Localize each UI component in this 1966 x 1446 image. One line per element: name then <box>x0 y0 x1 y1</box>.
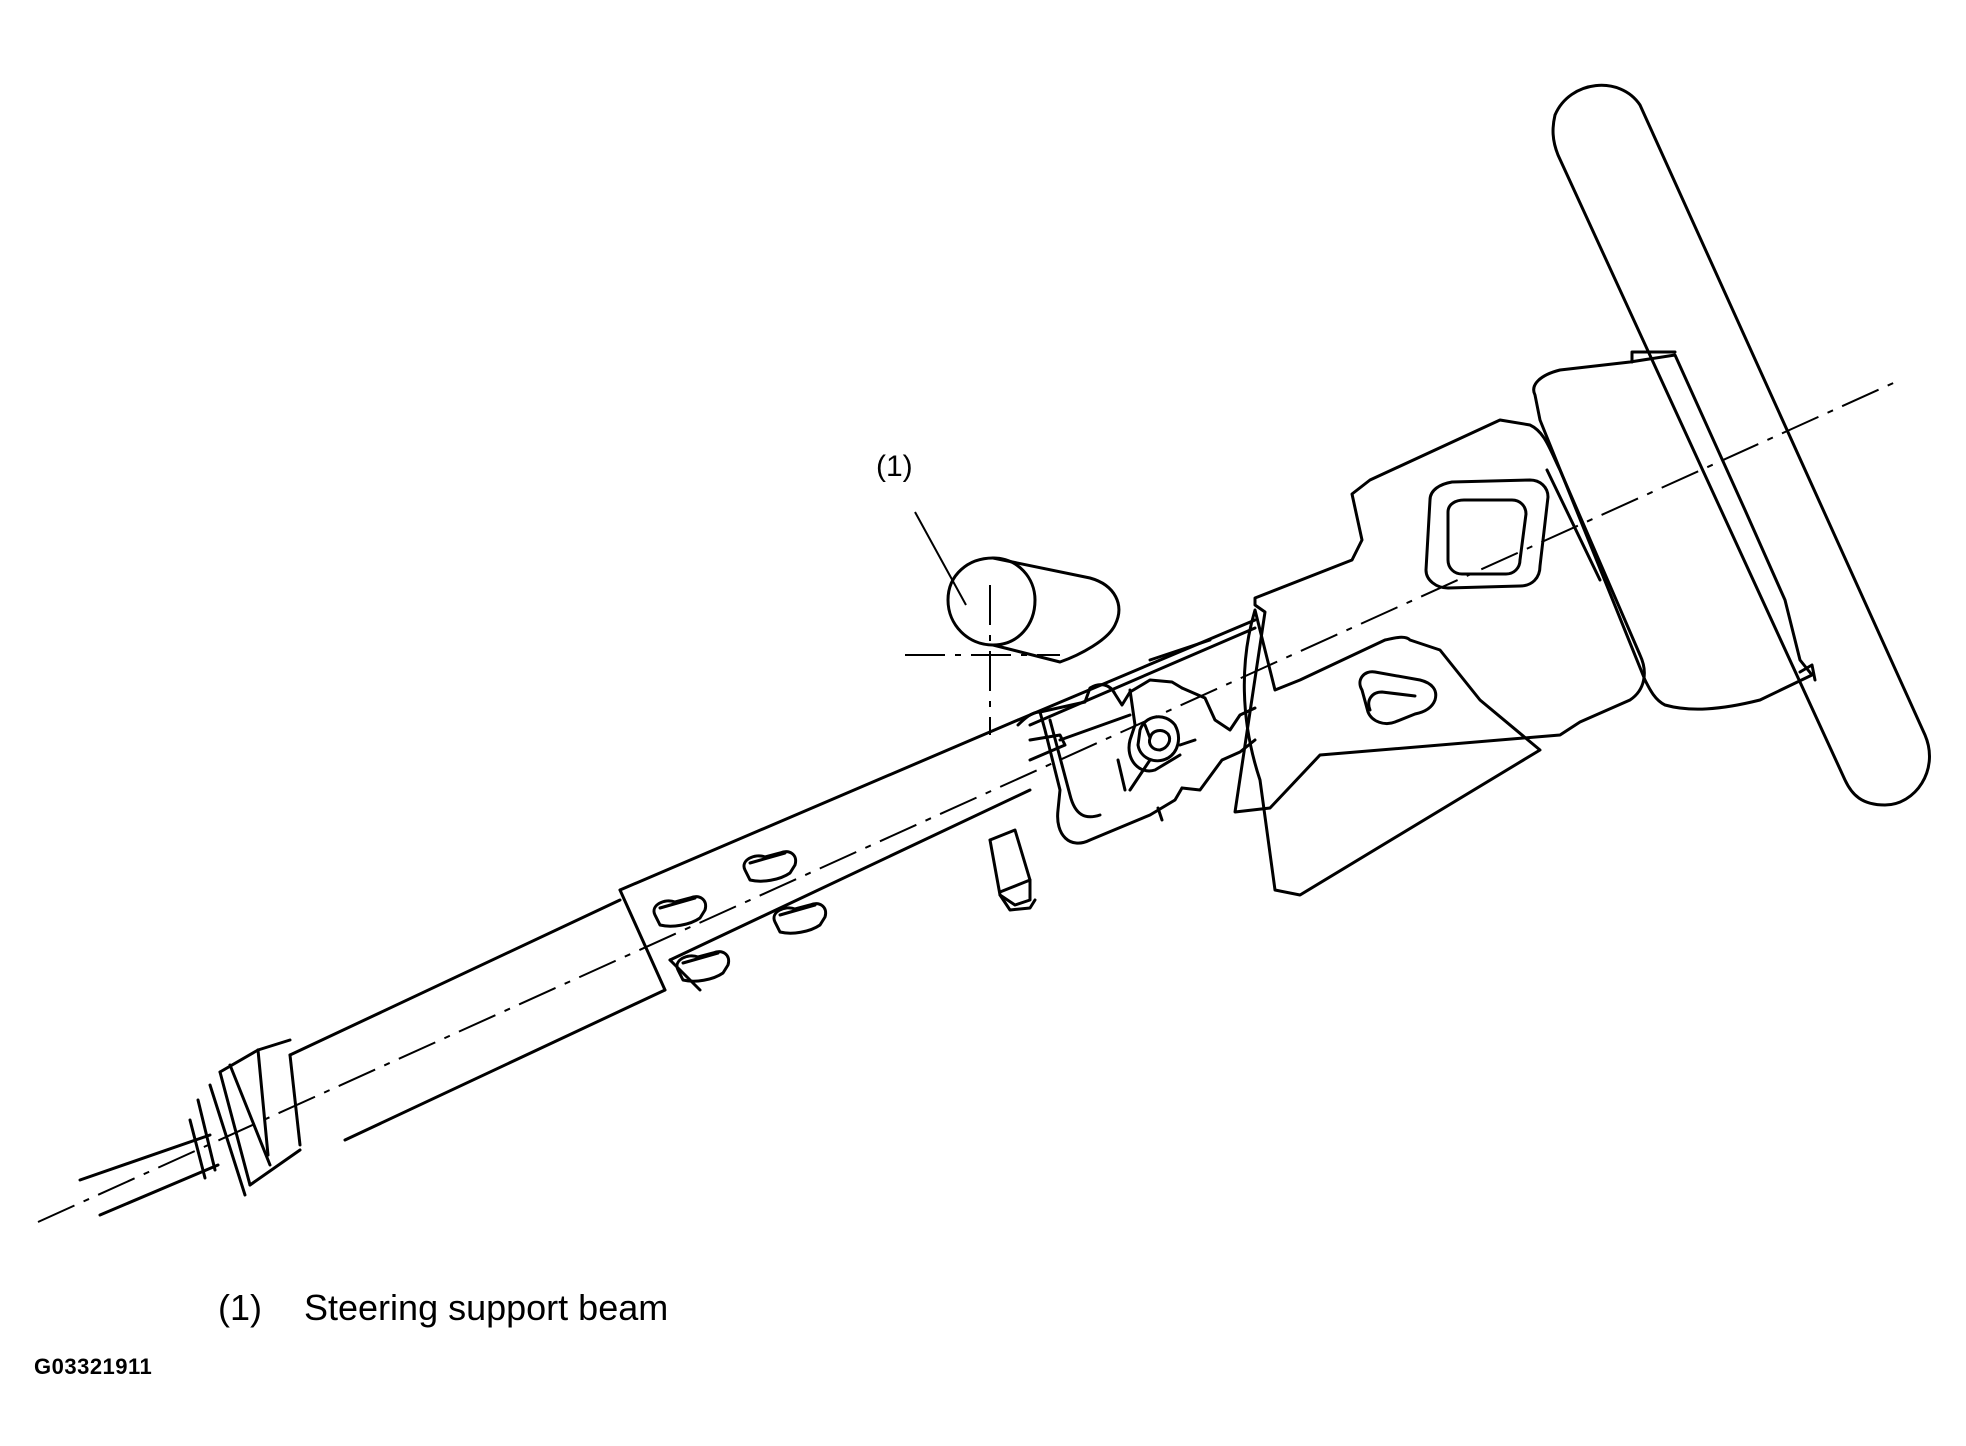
intermediate-shaft <box>78 898 667 1217</box>
legend-text: Steering support beam <box>304 1287 669 1328</box>
steering-support-beam <box>946 556 1121 664</box>
callout-number-1: (1) <box>876 450 913 483</box>
column-cover-upper <box>1233 418 1646 814</box>
steering-wheel-hub <box>1532 350 1817 711</box>
column-cover-lower <box>1242 608 1542 897</box>
legend-number: (1) <box>218 1287 262 1328</box>
mounting-stud <box>988 828 1037 912</box>
legend: (1) Steering support beam <box>218 1288 668 1328</box>
jacket-clips <box>652 850 828 983</box>
steering-wheel <box>1551 83 1931 807</box>
callout-leader <box>914 511 967 606</box>
figure-id: G03321911 <box>34 1354 153 1379</box>
column-jacket <box>618 618 1257 992</box>
column-centerline <box>37 379 1901 1223</box>
universal-joint-boot <box>188 1038 302 1197</box>
